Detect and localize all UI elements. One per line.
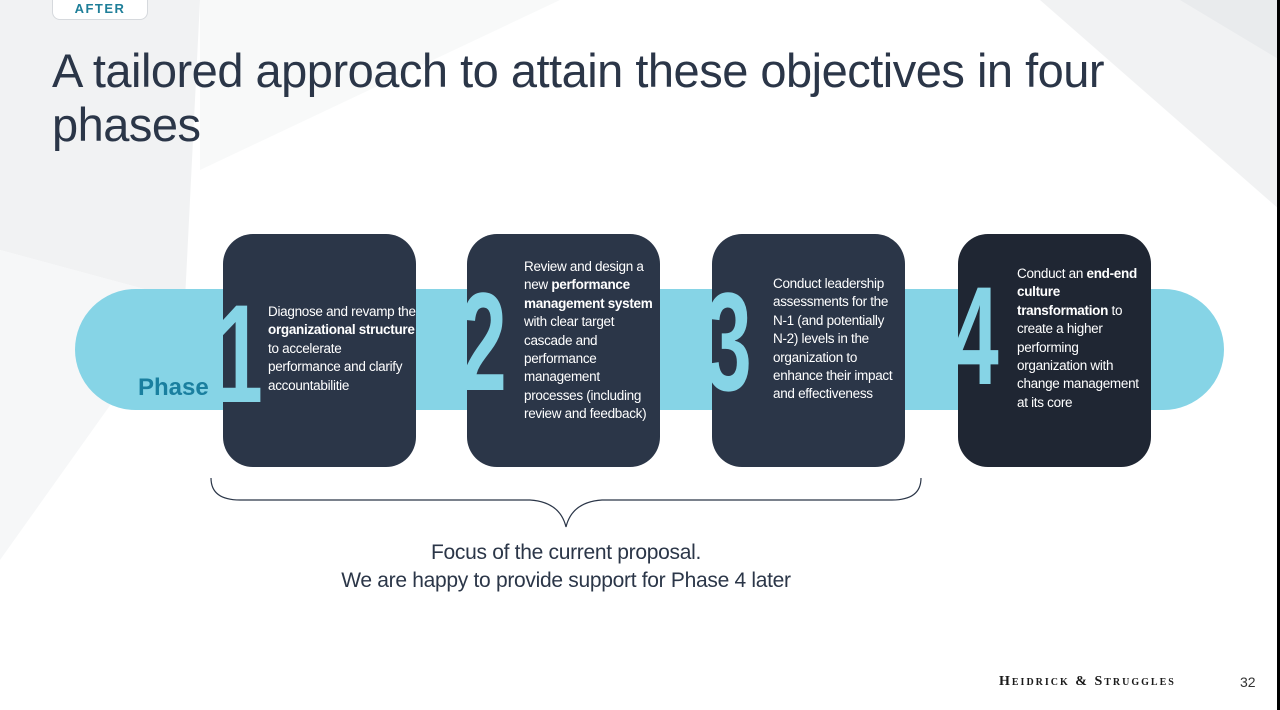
page-number: 32 [1240,674,1256,690]
phase-description-4: Conduct an end-end culture transformatio… [1017,265,1145,412]
company-logo: Heidrick & Struggles [999,674,1176,689]
page-title: A tailored approach to attain these obje… [52,44,1105,151]
desc-text: to create a higher performing organizati… [1017,302,1139,410]
phase-label: Phase [138,374,209,401]
window-edge [1277,0,1280,710]
phase-number-4: 4 [952,257,999,414]
proposal-caption: Focus of the current proposal. We are ha… [266,539,866,595]
desc-bold: organizational structure [268,322,415,338]
desc-bold: performance management system [524,277,653,311]
phase-description-1: Diagnose and revamp the organizational s… [268,303,416,395]
after-tag: AFTER [52,0,148,20]
caption-line-2: We are happy to provide support for Phas… [341,569,791,592]
phase-number-1: 1 [216,275,263,432]
phase-card-4 [958,234,1151,467]
phase-number-3: 3 [705,263,752,420]
phase-card-3 [712,234,905,467]
phase-card-1 [223,234,416,467]
desc-text: Conduct an [1017,266,1087,281]
desc-text: Diagnose and revamp the [268,304,416,319]
desc-text: Review and design a new [524,259,644,293]
caption-line-1: Focus of the current proposal. [431,541,701,564]
phase-card-2 [467,234,660,467]
phase-description-2: Review and design a new performance mana… [524,258,654,424]
desc-text: with clear target cascade and performanc… [524,314,647,422]
desc-text: to accelerate performance and clarify ac… [268,340,403,393]
desc-text: Conduct leadership assessments for the N… [773,276,893,402]
phase-number-2: 2 [460,263,507,420]
desc-bold: end-end culture transformation [1017,266,1137,318]
phase-description-3: Conduct leadership assessments for the N… [773,275,901,404]
